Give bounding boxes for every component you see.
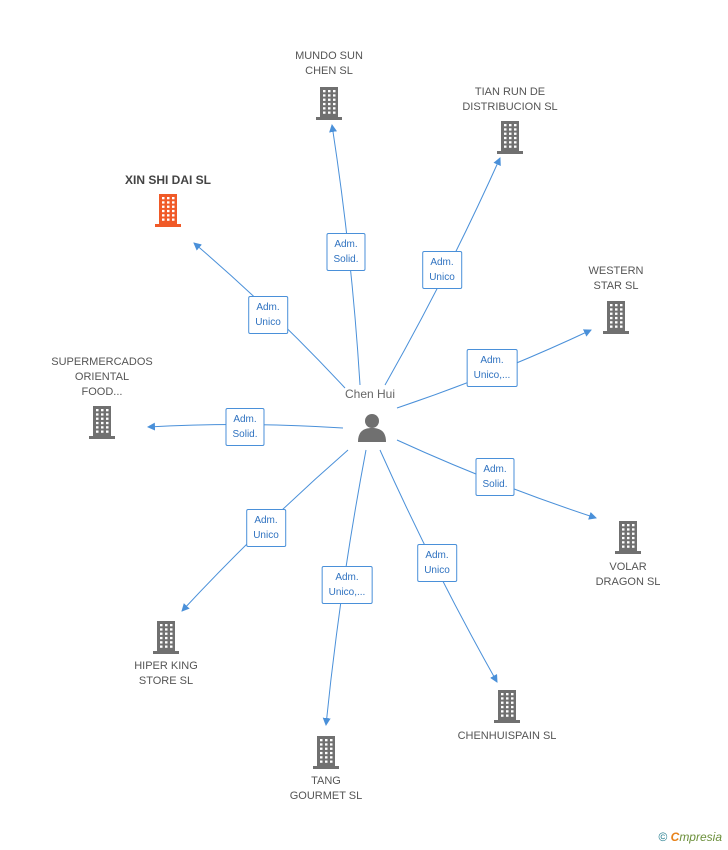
company-name-line: DISTRIBUCION SL (462, 101, 558, 113)
company-name-line: DRAGON SL (595, 576, 661, 588)
brand-logo[interactable]: Cmpresia (670, 830, 722, 844)
role-line: Adm. (430, 257, 454, 268)
company-name-volar[interactable]: VOLAR DRAGON SL (596, 560, 661, 590)
role-badge-supermercados[interactable]: Adm. Solid. (225, 408, 265, 446)
role-line: Adm. (233, 414, 257, 425)
company-name-line: HIPER KING (134, 660, 198, 672)
role-line: Unico (255, 317, 281, 328)
role-line: Adm. (334, 239, 358, 250)
role-line: Unico (253, 530, 279, 541)
company-name-line: STORE SL (138, 675, 194, 687)
role-badge-volar[interactable]: Adm. Solid. (475, 458, 515, 496)
role-line: Adm. (254, 515, 278, 526)
role-line: Adm. (335, 572, 359, 583)
company-name-line: TIAN RUN DE (474, 86, 546, 98)
role-badge-xinshidai[interactable]: Adm. Unico (248, 296, 288, 334)
building-icon[interactable] (495, 120, 525, 159)
building-icon[interactable] (87, 405, 117, 444)
company-name-line: TANG (311, 775, 341, 787)
person-icon[interactable] (358, 412, 386, 447)
role-line: Unico (429, 272, 455, 283)
role-line: Unico (424, 565, 450, 576)
copyright-icon: © (658, 830, 668, 844)
company-name-western[interactable]: WESTERN STAR SL (589, 264, 644, 294)
role-badge-western[interactable]: Adm. Unico,... (466, 349, 518, 387)
company-name-line: SUPERMERCADOS (51, 356, 153, 368)
company-name-chenhuispain[interactable]: CHENHUISPAIN SL (458, 729, 557, 744)
company-name-tang[interactable]: TANG GOURMET SL (290, 774, 363, 804)
person-name[interactable]: Chen Hui (344, 387, 396, 401)
role-badge-tianrun[interactable]: Adm. Unico (422, 251, 462, 289)
company-name-line: XIN SHI DAI SL (124, 173, 212, 187)
company-name-hiperking[interactable]: HIPER KING STORE SL (134, 659, 198, 689)
building-icon[interactable] (601, 300, 631, 339)
role-line: Solid. (232, 429, 258, 440)
company-name-line: ORIENTAL (74, 371, 130, 383)
company-name-line: CHEN SL (305, 65, 353, 77)
company-name-xinshidai[interactable]: XIN SHI DAI SL (125, 173, 211, 188)
role-badge-hiperking[interactable]: Adm. Unico (246, 509, 286, 547)
building-icon[interactable] (153, 193, 183, 232)
company-name-line: WESTERN (588, 265, 644, 277)
role-line: Adm. (483, 464, 507, 475)
company-name-line: GOURMET SL (289, 790, 363, 802)
company-name-line: STAR SL (593, 280, 639, 292)
building-icon[interactable] (492, 689, 522, 728)
company-name-supermercados[interactable]: SUPERMERCADOS ORIENTAL FOOD... (51, 355, 152, 400)
role-line: Unico,... (328, 587, 366, 598)
company-name-line: MUNDO SUN (295, 50, 363, 62)
role-line: Adm. (425, 550, 449, 561)
role-line: Adm. (480, 355, 504, 366)
building-icon[interactable] (613, 520, 643, 559)
company-name-mundo[interactable]: MUNDO SUN CHEN SL (295, 49, 363, 79)
footer-brand: © Cmpresia (658, 830, 722, 844)
company-name-line: VOLAR (609, 561, 647, 573)
role-line: Solid. (482, 479, 508, 490)
building-icon[interactable] (151, 620, 181, 659)
role-badge-chenhuispain[interactable]: Adm. Unico (417, 544, 457, 582)
role-line: Unico,... (473, 370, 511, 381)
role-line: Adm. (256, 302, 280, 313)
company-name-line: FOOD... (81, 386, 123, 398)
role-badge-mundo[interactable]: Adm. Solid. (326, 233, 366, 271)
building-icon[interactable] (311, 735, 341, 774)
company-name-line: CHENHUISPAIN SL (457, 730, 557, 742)
company-name-tianrun[interactable]: TIAN RUN DE DISTRIBUCION SL (462, 85, 557, 115)
role-badge-tang[interactable]: Adm. Unico,... (321, 566, 373, 604)
building-icon[interactable] (314, 86, 344, 125)
role-line: Solid. (333, 254, 359, 265)
